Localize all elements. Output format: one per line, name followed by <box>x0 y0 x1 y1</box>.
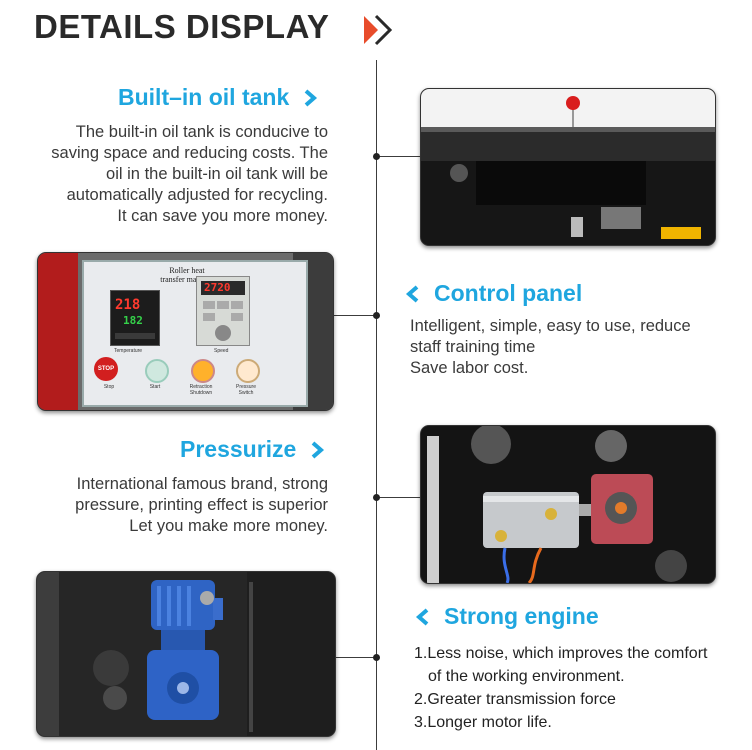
chevron-right-icon <box>304 88 318 107</box>
control-panel-title: Control panel <box>434 280 583 306</box>
description-line: oil in the built-in oil tank will be <box>106 165 328 183</box>
list-item: 2.Greater transmission force <box>414 691 616 708</box>
panel-label: transfer machine <box>160 275 214 284</box>
speed-display: 2720 <box>204 281 231 294</box>
temperature-setpoint: 182 <box>123 314 143 327</box>
oil-tank-photo <box>420 88 716 246</box>
connector-pressurize <box>376 497 420 498</box>
pressurize-description: International famous brand, strong press… <box>8 474 328 537</box>
control-panel-plate: Roller heat transfer machine 218 182 Tem… <box>82 260 308 407</box>
chevron-left-icon <box>405 284 419 303</box>
pressurize-title: Pressurize <box>180 436 297 462</box>
panel-label: Roller heat <box>169 266 205 275</box>
description-line: International famous brand, strong <box>76 475 328 493</box>
description-line: automatically adjusted for recycling. <box>66 186 328 204</box>
stop-button: STOP <box>94 357 118 381</box>
oil-tank-heading: Built–in oil tank <box>118 84 319 111</box>
pressurize-heading: Pressurize <box>180 436 326 463</box>
timeline-dot <box>373 312 380 319</box>
timeline-dot <box>373 153 380 160</box>
oil-tank-title: Built–in oil tank <box>118 84 290 110</box>
control-panel-description: Intelligent, simple, easy to use, reduce… <box>410 316 750 379</box>
timeline-line <box>376 60 377 750</box>
timeline-dot <box>373 654 380 661</box>
button-label: Start <box>149 384 161 390</box>
pressure-switch-button <box>236 359 260 383</box>
retraction-button <box>191 359 215 383</box>
chevron-left-icon <box>415 607 429 626</box>
engine-title: Strong engine <box>444 603 599 629</box>
double-chevron-right-icon <box>364 14 393 46</box>
description-line: The built-in oil tank is conducive to <box>75 123 328 141</box>
engine-heading: Strong engine <box>414 603 599 630</box>
speed-controller: 2720 <box>196 276 250 346</box>
connector-engine <box>333 657 377 658</box>
start-button <box>145 359 169 383</box>
list-item: 1.Less noise, which improves the comfort <box>414 645 708 662</box>
button-label: Pressure Switch <box>235 384 256 396</box>
list-item: of the working environment. <box>428 668 625 685</box>
page-title: DETAILS DISPLAY <box>34 8 330 45</box>
control-panel-heading: Control panel <box>404 280 582 307</box>
description-line: saving space and reducing costs. The <box>51 144 328 162</box>
timeline-dot <box>373 494 380 501</box>
list-item: 3.Longer motor life. <box>414 714 552 731</box>
description-line: pressure, printing effect is superior <box>75 496 328 514</box>
description-line: Let you make more money. <box>129 517 328 535</box>
speed-label: Speed <box>214 348 229 354</box>
oil-tank-description: The built-in oil tank is conducive to sa… <box>8 122 328 227</box>
description-line: It can save you more money. <box>117 207 328 225</box>
chevron-right-icon <box>312 440 325 459</box>
temperature-label: Temperature <box>114 348 143 354</box>
control-panel-photo: Roller heat transfer machine 218 182 Tem… <box>37 252 334 411</box>
description-line: staff training time <box>410 338 536 356</box>
button-label: Retraction Shutdown <box>189 384 213 396</box>
connector-oil-tank <box>376 156 420 157</box>
engine-photo <box>36 571 336 737</box>
engine-feature-list: 1.Less noise, which improves the comfort… <box>414 642 750 734</box>
pressure-cylinder-photo <box>420 425 716 584</box>
temperature-display: 218 <box>115 297 141 313</box>
description-line: Save labor cost. <box>410 359 529 377</box>
temperature-controller: 218 182 <box>110 290 160 346</box>
button-label: Stop <box>103 384 115 390</box>
connector-control-panel <box>333 315 377 316</box>
description-line: Intelligent, simple, easy to use, reduce <box>410 317 691 335</box>
